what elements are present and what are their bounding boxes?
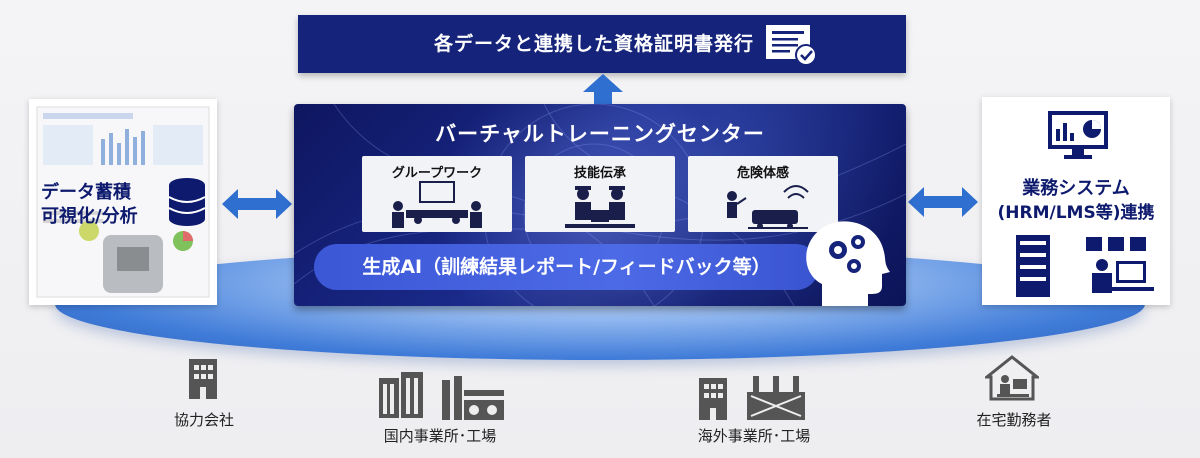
monitor-chart-icon (1048, 111, 1108, 159)
building-icon (189, 359, 217, 399)
skill-transfer-icon (565, 186, 635, 228)
card-hazard-experience: 危険体感 (688, 156, 838, 232)
card-group-work-label: グループワーク (391, 166, 483, 181)
card-skill-transfer: 技能伝承 (525, 156, 675, 232)
business-system-box: 業務システム (HRM/LMS等)連携 (982, 97, 1170, 305)
right-double-arrow-icon (908, 187, 978, 217)
factory-icon (442, 376, 504, 420)
data-analytics-box: データ蓄積 可視化/分析 (29, 99, 217, 305)
overseas-sites-label: 海外事業所･工場 (697, 427, 811, 445)
up-arrow-icon (583, 74, 623, 110)
group-work-icon (392, 181, 482, 228)
virtual-training-center-panel: バーチャルトレーニングセンター グループワーク 技能伝承 危険体感 (294, 104, 906, 306)
visualization-analysis-label: 可視化/分析 (41, 206, 138, 227)
hazard-experience-icon (727, 185, 809, 229)
remote-worker-icon (1086, 237, 1154, 293)
hrm-lms-label: (HRM/LMS等)連携 (997, 203, 1155, 223)
generative-ai-bar: 生成AI（訓練結果レポート/フィードバック等） (314, 244, 819, 290)
left-double-arrow-icon (222, 189, 292, 219)
certificate-icon (766, 25, 817, 66)
card-group-work: グループワーク (362, 156, 512, 232)
partner-company-label: 協力会社 (173, 411, 234, 429)
office-building-icon (379, 372, 423, 418)
certificate-banner-title: 各データと連携した資格証明書発行 (433, 33, 754, 55)
building-icon (699, 378, 727, 420)
card-skill-transfer-label: 技能伝承 (573, 166, 626, 181)
business-system-label: 業務システム (1022, 178, 1130, 199)
server-icon (1016, 235, 1050, 297)
certificate-banner: 各データと連携した資格証明書発行 (298, 15, 906, 73)
factory-icon (747, 376, 805, 420)
remote-worker-label: 在宅勤務者 (976, 411, 1052, 429)
ai-head-gear-icon (806, 221, 890, 306)
home-worker-icon (985, 355, 1039, 401)
virtual-training-center-title: バーチャルトレーニングセンター (435, 122, 765, 146)
database-icon (168, 178, 206, 226)
data-storage-label: データ蓄積 (41, 182, 131, 203)
card-hazard-experience-label: 危険体感 (736, 166, 789, 181)
domestic-sites-label: 国内事業所･工場 (383, 427, 497, 445)
